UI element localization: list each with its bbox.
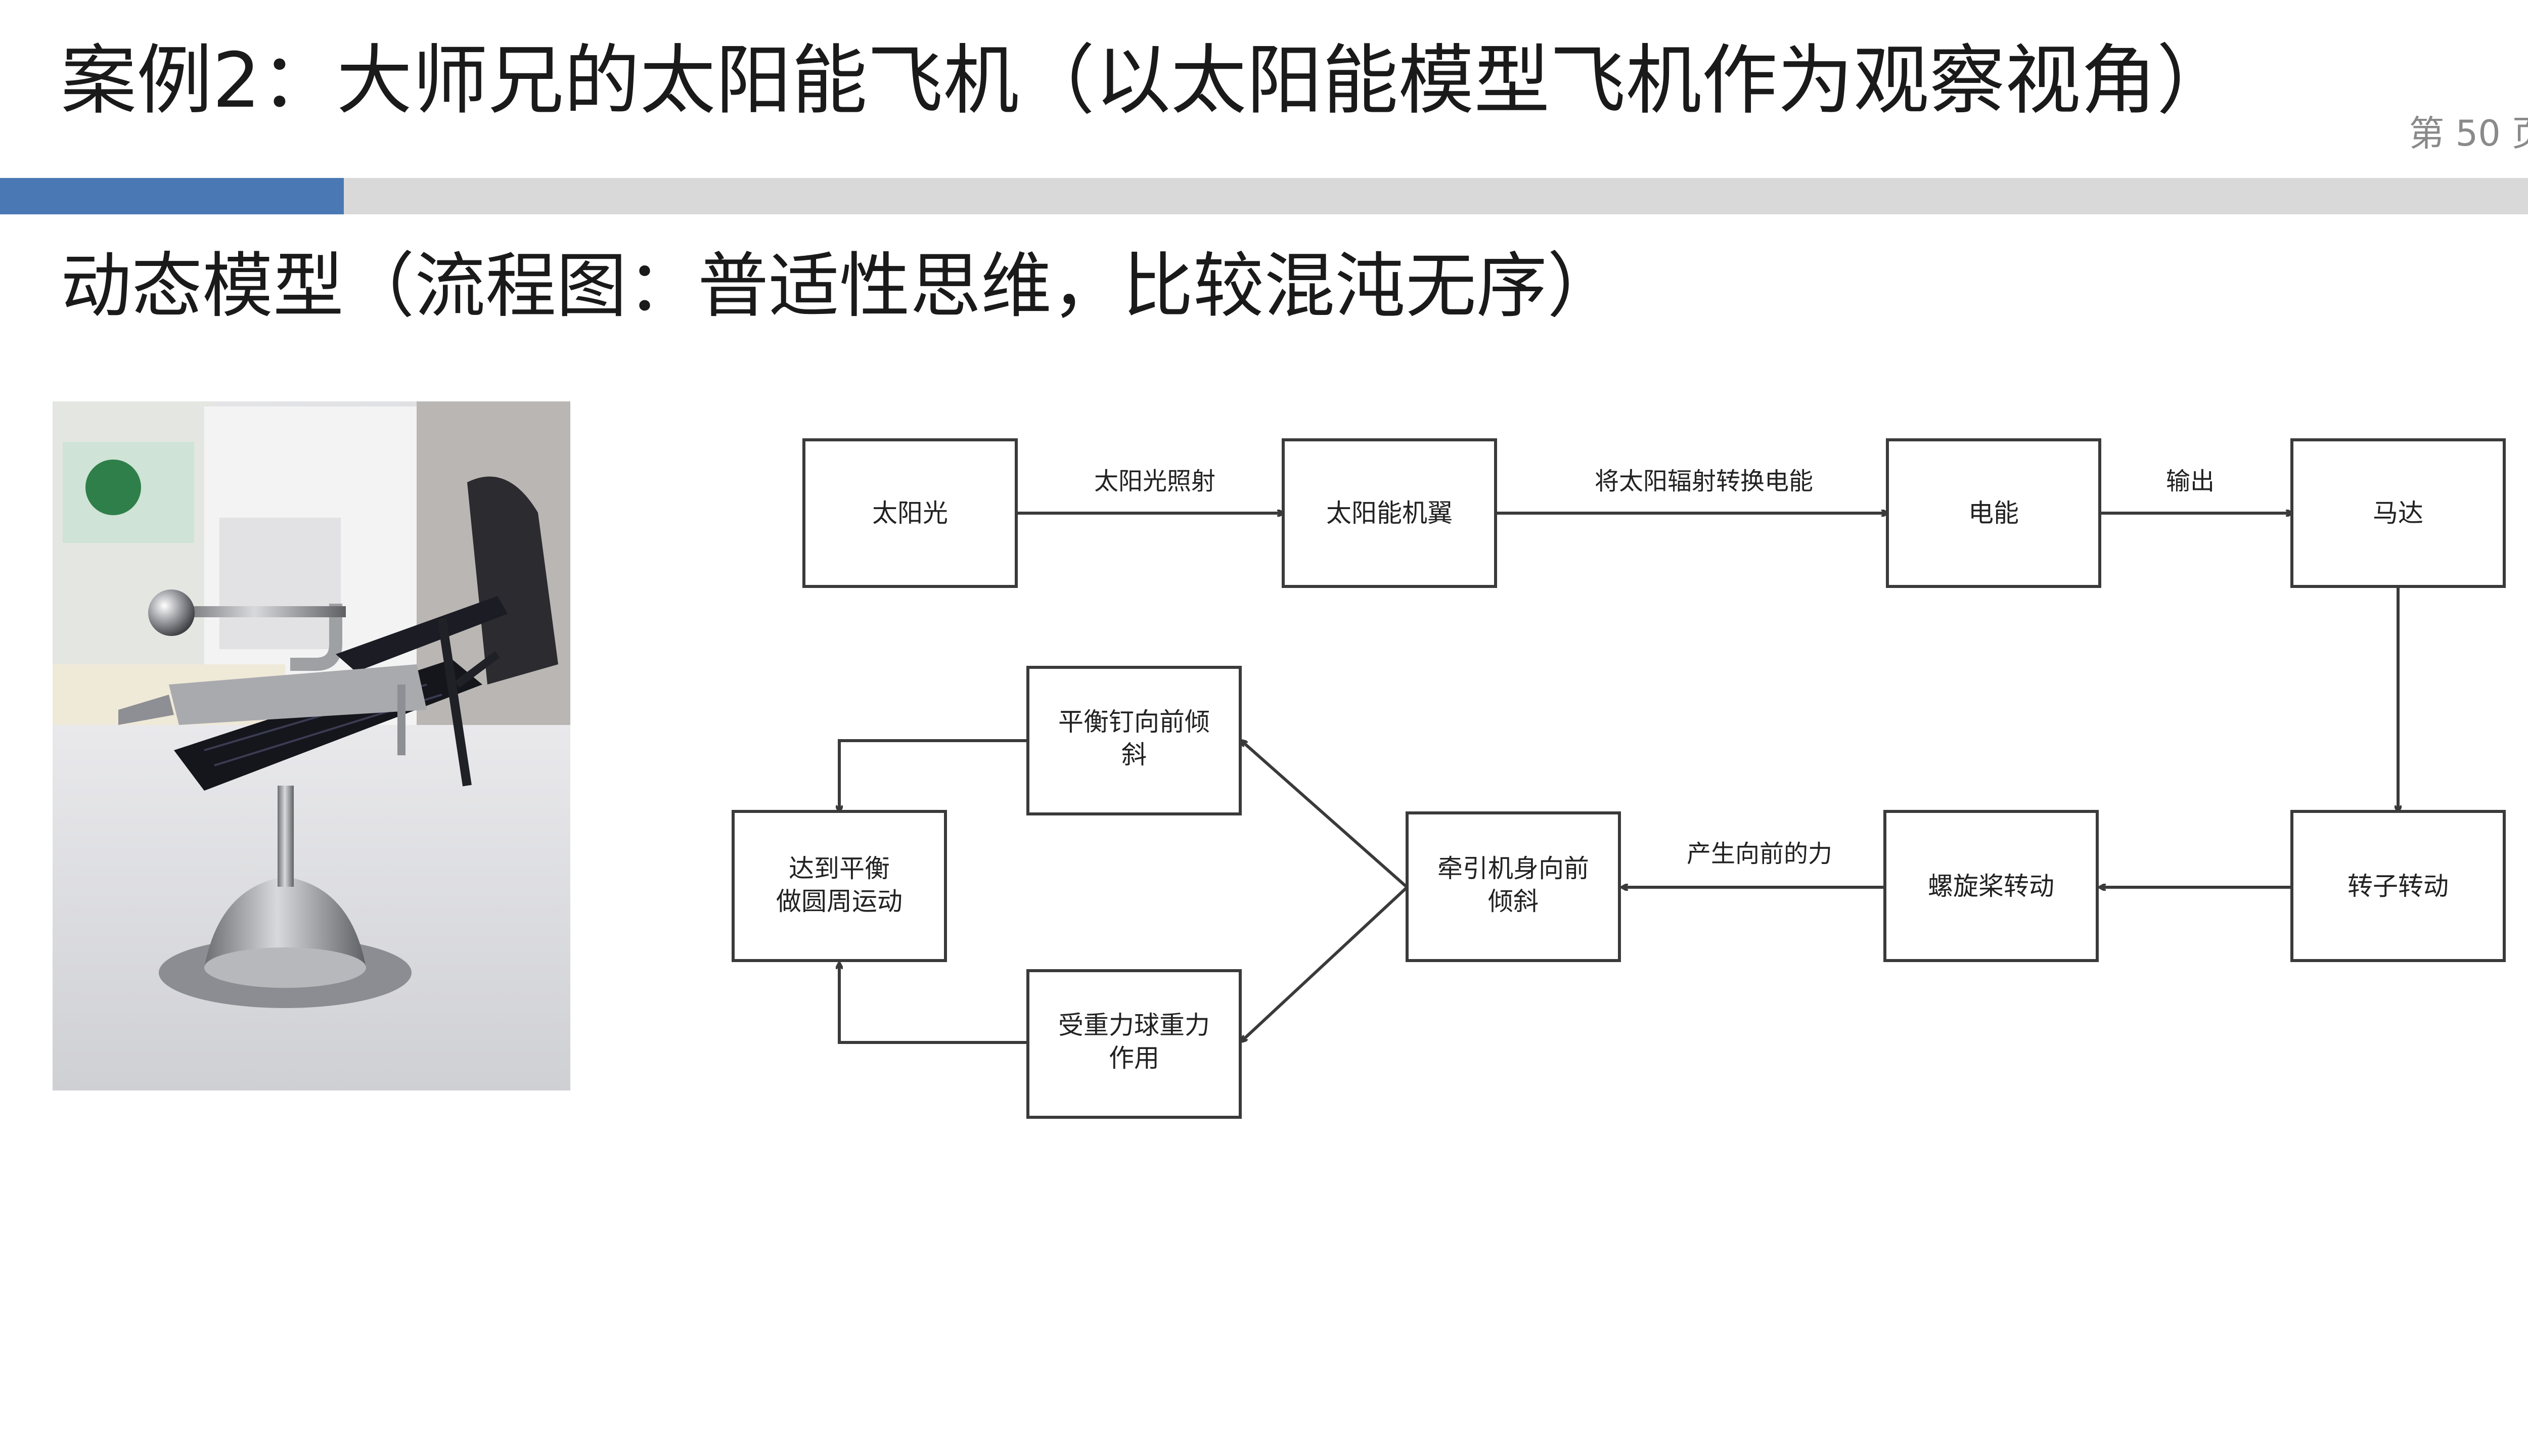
edge-balance-pin-to-balance: [839, 739, 1028, 811]
node-fuselage-tilt-label-1: 牵引机身向前: [1437, 854, 1589, 883]
header-divider-band: [0, 178, 2528, 214]
edge-label-electric-to-motor: 输出: [2166, 467, 2215, 495]
node-motor: 马达: [2290, 438, 2506, 588]
node-reach-balance-label-2: 做圆周运动: [776, 887, 902, 916]
node-sunlight: 太阳光: [802, 438, 1018, 588]
node-propeller-rotation: 螺旋桨转动: [1883, 810, 2099, 962]
edge-fuselage-to-balance-pin: [1241, 741, 1408, 889]
edge-label-propeller-to-fuselage: 产生向前的力: [1687, 840, 1832, 868]
edge-gravity-to-balance: [839, 963, 1028, 1044]
node-electric-energy-label: 电能: [1968, 498, 2019, 528]
node-gravity-ball-label-1: 受重力球重力: [1058, 1011, 1210, 1040]
node-rotor-rotation-label: 转子转动: [2348, 872, 2449, 901]
node-balance-pin-tilt-label-1: 平衡钉向前倾: [1058, 707, 1210, 737]
node-balance-pin-tilt-label-2: 斜: [1121, 740, 1147, 769]
node-rotor-rotation: 转子转动: [2290, 810, 2506, 962]
node-reach-balance: 达到平衡 做圆周运动: [732, 810, 947, 962]
node-electric-energy: 电能: [1886, 438, 2101, 588]
section-subtitle: 动态模型（流程图：普适性思维，比较混沌无序）: [61, 245, 1618, 328]
edge-label-sunlight-to-wing: 太阳光照射: [1094, 467, 1215, 495]
node-propeller-rotation-label: 螺旋桨转动: [1928, 872, 2054, 901]
solar-airplane-photo: [53, 401, 570, 1090]
node-solar-wing: 太阳能机翼: [1282, 438, 1497, 588]
node-gravity-ball-label-2: 作用: [1109, 1043, 1159, 1073]
node-solar-wing-label: 太阳能机翼: [1326, 498, 1453, 528]
node-motor-label: 马达: [2373, 498, 2423, 528]
node-reach-balance-label-1: 达到平衡: [789, 854, 890, 883]
node-balance-pin-tilt: 平衡钉向前倾 斜: [1026, 666, 1242, 815]
header-accent-band: [0, 178, 344, 214]
flowchart: 太阳光照射 将太阳辐射转换电能 输出 产生向前的力 太阳光 太阳能机翼 电能 马…: [718, 404, 2528, 1145]
page-number: 第 50 页: [2409, 113, 2528, 154]
edge-fuselage-to-gravity: [1241, 886, 1409, 1041]
page-title: 案例2：大师兄的太阳能飞机（以太阳能模型飞机作为观察视角）: [61, 37, 2233, 125]
node-gravity-ball: 受重力球重力 作用: [1026, 969, 1242, 1119]
node-fuselage-tilt-label-2: 倾斜: [1488, 887, 1539, 916]
edge-label-wing-to-electric: 将太阳辐射转换电能: [1595, 467, 1813, 495]
node-fuselage-tilt: 牵引机身向前 倾斜: [1406, 811, 1621, 962]
node-sunlight-label: 太阳光: [872, 498, 948, 528]
